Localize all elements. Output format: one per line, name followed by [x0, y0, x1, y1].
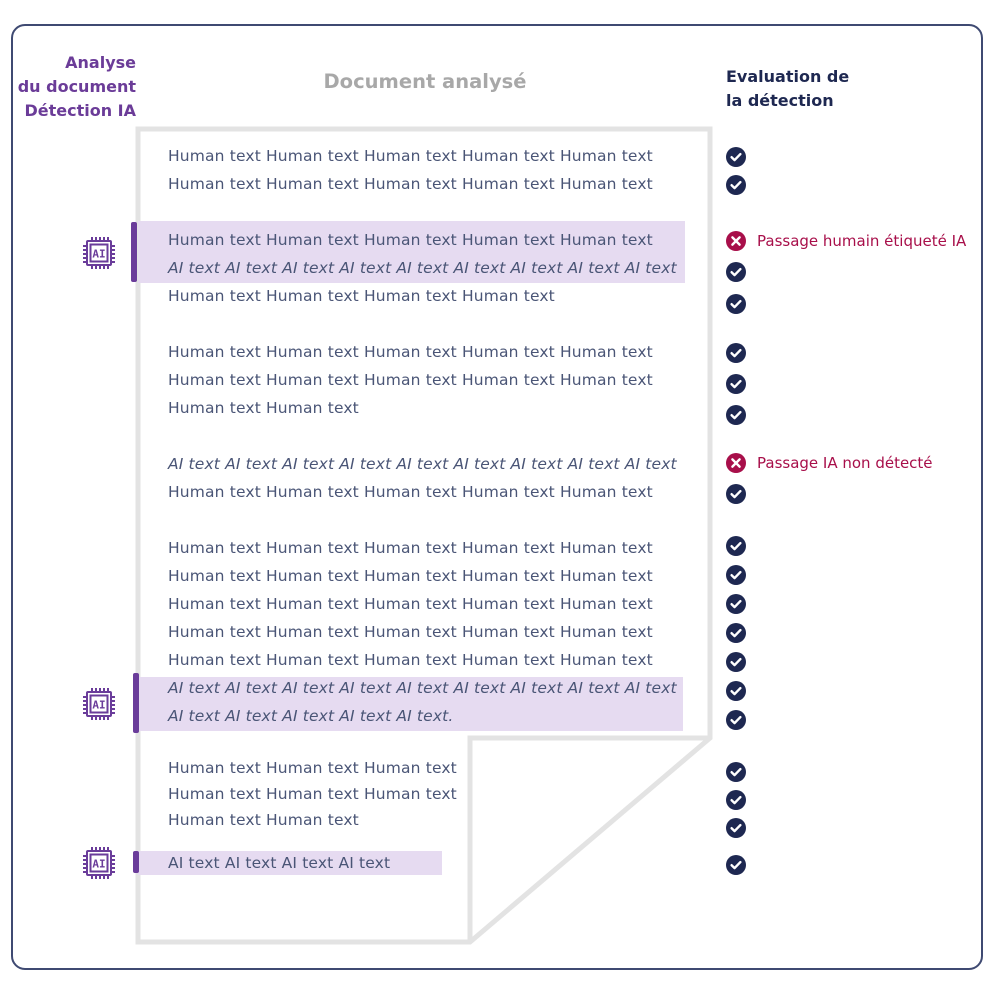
ai-chip-icon: AI [80, 685, 118, 723]
x-circle-icon [726, 453, 746, 473]
check-circle-icon [726, 790, 746, 810]
ai-analysis-heading-line: du document [17, 77, 136, 96]
document-line-human: Human text Human text Human text [168, 759, 457, 777]
document-line-human: Human text Human text Human text [168, 785, 457, 803]
ai-detection-bar [131, 222, 137, 282]
check-circle-icon [726, 855, 746, 875]
svg-text:AI: AI [92, 858, 105, 871]
check-circle-icon [726, 484, 746, 504]
document-line-ai: AI text AI text AI text AI text AI text … [168, 679, 677, 697]
check-circle-icon [726, 175, 746, 195]
check-circle-icon [726, 762, 746, 782]
check-circle-icon [726, 343, 746, 363]
ai-analysis-heading: Analyse du document Détection IA [10, 51, 136, 123]
ai-highlight-band [138, 677, 683, 731]
check-circle-icon [726, 710, 746, 730]
paper-fold-crease [467, 735, 710, 942]
document-line-human: Human text Human text Human text Human t… [168, 231, 653, 249]
x-circle-icon [726, 231, 746, 251]
document-line-ai: AI text AI text AI text AI text AI text … [168, 259, 677, 277]
document-line-human: Human text Human text Human text Human t… [168, 623, 653, 641]
document-line-human: Human text Human text Human text Human t… [168, 147, 653, 165]
ai-chip-icon: AI [80, 844, 118, 882]
ai-detection-bar [133, 673, 139, 733]
false-negative-label: Passage IA non détecté [757, 454, 933, 472]
document-line-human: Human text Human text Human text Human t… [168, 539, 653, 557]
document-line-human: Human text Human text Human text Human t… [168, 175, 653, 193]
evaluation-heading: Evaluation de la détection [726, 65, 926, 113]
document-line-human: Human text Human text Human text Human t… [168, 343, 653, 361]
check-circle-icon [726, 374, 746, 394]
check-circle-icon [726, 405, 746, 425]
document-line-ai: AI text AI text AI text AI text AI text … [168, 455, 677, 473]
document-line-human: Human text Human text [168, 399, 359, 417]
document-heading: Document analysé [323, 70, 527, 93]
check-circle-icon [726, 262, 746, 282]
evaluation-heading-line: la détection [726, 91, 834, 110]
document-line-human: Human text Human text [168, 811, 359, 829]
document-line-human: Human text Human text Human text Human t… [168, 371, 653, 389]
svg-text:AI: AI [92, 248, 105, 261]
check-circle-icon [726, 623, 746, 643]
check-circle-icon [726, 147, 746, 167]
check-circle-icon [726, 536, 746, 556]
document-line-human: Human text Human text Human text Human t… [168, 567, 653, 585]
ai-chip-icon: AI [80, 234, 118, 272]
document-line-ai: AI text AI text AI text AI text [168, 854, 391, 872]
evaluation-heading-line: Evaluation de [726, 67, 850, 86]
ai-analysis-heading-line: Détection IA [24, 101, 136, 120]
check-circle-icon [726, 652, 746, 672]
document-line-human: Human text Human text Human text Human t… [168, 595, 653, 613]
check-circle-icon [726, 565, 746, 585]
check-circle-icon [726, 681, 746, 701]
false-positive-label: Passage humain étiqueté IA [757, 232, 967, 250]
document-line-human: Human text Human text Human text Human t… [168, 483, 653, 501]
document-line-ai: AI text AI text AI text AI text AI text. [168, 707, 454, 725]
ai-analysis-heading-line: Analyse [65, 53, 136, 72]
ai-detection-bar [133, 851, 139, 873]
check-circle-icon [726, 818, 746, 838]
ai-highlight-band [138, 221, 685, 283]
check-circle-icon [726, 594, 746, 614]
diagram-frame [11, 24, 983, 970]
document-line-human: Human text Human text Human text Human t… [168, 651, 653, 669]
check-circle-icon [726, 294, 746, 314]
ai-highlight-band [138, 851, 442, 875]
svg-text:AI: AI [92, 699, 105, 712]
document-line-human: Human text Human text Human text Human t… [168, 287, 555, 305]
